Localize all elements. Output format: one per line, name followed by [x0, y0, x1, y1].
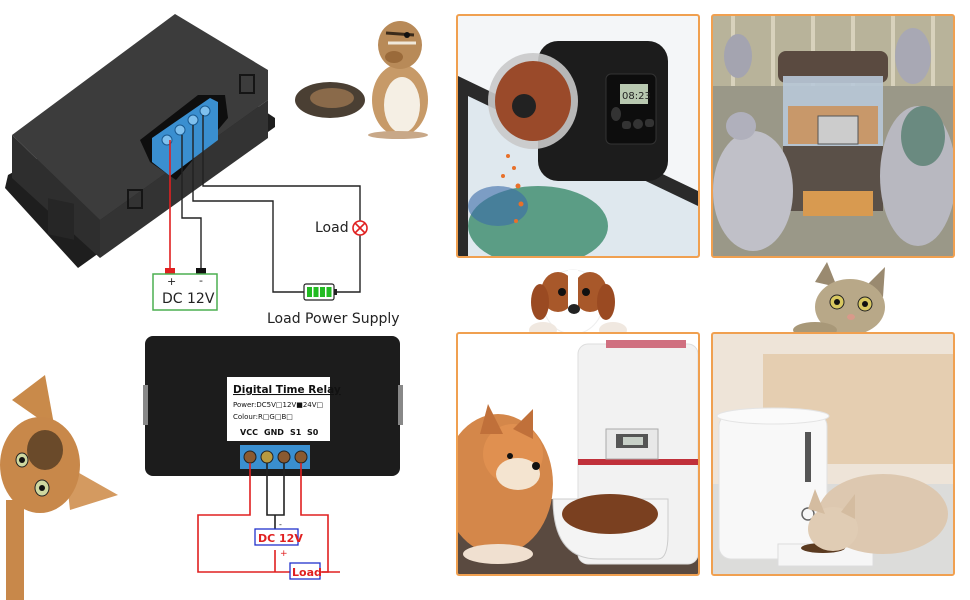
relay-module-3d-diagram: + - DC 12V Load Load Power Supply — [5, 14, 400, 327]
dog-feeder-image — [458, 340, 698, 574]
cat-feeder-image — [713, 354, 953, 574]
photo-frame-dog-feeder — [456, 332, 700, 576]
relay-body-right — [100, 100, 268, 258]
kitten-image — [0, 375, 118, 600]
relay-clip-right — [239, 74, 255, 94]
relay-clip-left — [48, 198, 74, 240]
relay-front-diagram: Digital Time Relay Power:DC5V□12V■24V□ C… — [143, 336, 403, 580]
relay-front-tab-left — [143, 385, 148, 425]
wire-negative — [181, 135, 202, 270]
relay-label-colour: Colour:R□G□B□ — [233, 413, 293, 421]
wire-vcc — [197, 463, 340, 573]
photo-frame-pigeon-feeder — [711, 14, 955, 258]
pigeon-feeder-image — [713, 16, 953, 256]
photo-frame-cat-feeder — [711, 332, 955, 576]
supply-plus-terminal — [165, 268, 175, 274]
wire-s0 — [300, 463, 329, 573]
pin-label-s0: S0 — [307, 428, 319, 437]
dc-supply-label-box — [254, 528, 299, 546]
pin-label-gnd: GND — [264, 428, 284, 437]
relay-label-title: Digital Time Relay — [233, 384, 341, 396]
pin-label-vcc: VCC — [240, 428, 258, 437]
relay-label-sticker — [227, 377, 330, 441]
terminal-screws — [243, 450, 308, 464]
wire-load-2 — [202, 115, 361, 293]
battery-icon — [303, 283, 337, 301]
dc-supply-label: DC 12V — [162, 291, 215, 307]
dc-supply-label-bottom: DC 12V — [258, 532, 303, 545]
relay-body-front — [12, 135, 100, 258]
photo-frame-aquarium-feeder: 08:23 — [456, 14, 700, 258]
terminal-block — [152, 98, 218, 176]
chipmunk-image — [295, 21, 428, 139]
dc-supply-box — [152, 273, 218, 311]
pin-label-s1: S1 — [290, 428, 302, 437]
relay-label-power: Power:DC5V□12V■24V□ — [233, 401, 323, 409]
plus-label-bottom: + — [280, 549, 288, 559]
relay-front-tab-right — [398, 385, 403, 425]
aquarium-feeder-image: 08:23 — [458, 41, 698, 256]
supply-minus-terminal — [196, 268, 206, 274]
minus-label-bottom: - — [279, 520, 282, 529]
supply-minus-label: - — [199, 274, 203, 287]
lamp-icon — [352, 220, 368, 236]
supply-plus-label: + — [167, 275, 176, 288]
load-power-supply-label: Load Power Supply — [267, 311, 400, 327]
relay-clip-side — [127, 189, 143, 209]
lcd-reading: 08:23 — [622, 91, 651, 102]
lcd-display — [620, 84, 648, 104]
load-label: Load — [315, 220, 349, 236]
relay-body-top — [12, 14, 268, 220]
tabby-cat-image — [793, 262, 885, 337]
load-label-bottom: Load — [292, 566, 322, 579]
puppy-image — [529, 269, 627, 337]
wire-load-1 — [192, 125, 305, 293]
load-label-box — [289, 562, 321, 580]
